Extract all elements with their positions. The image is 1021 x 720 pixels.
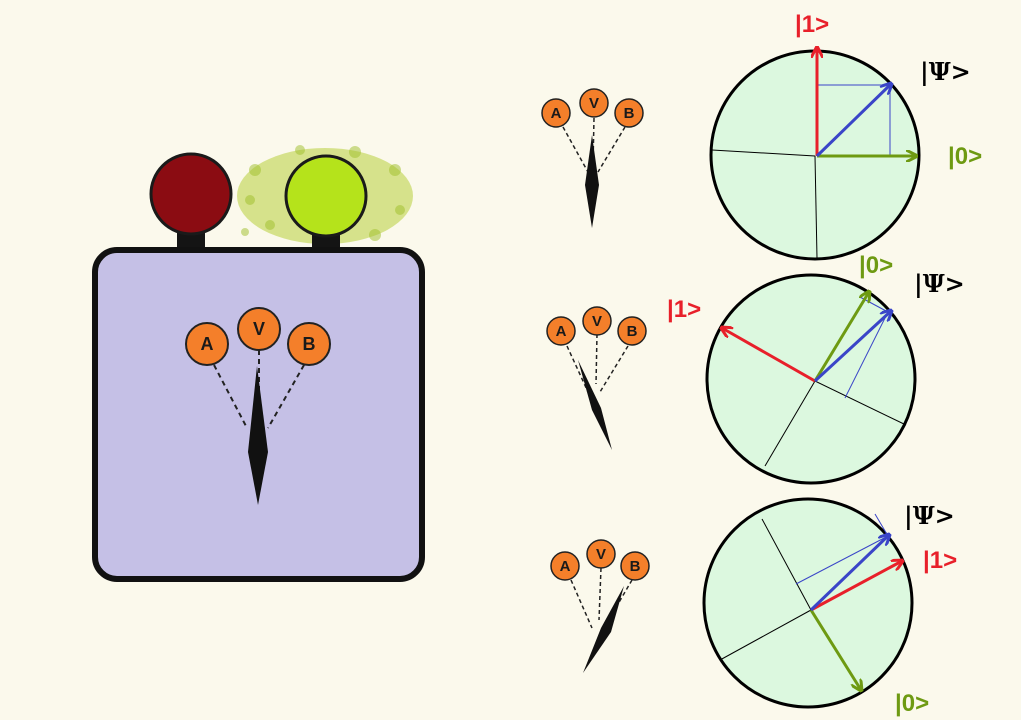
row-1-label-a: A: [551, 105, 562, 122]
row-3-ket-zero-label: |0>: [895, 690, 929, 717]
row-1-state-circle: [709, 48, 921, 261]
meter-guide-b: [267, 364, 305, 429]
row-2-label-a: A: [556, 323, 567, 340]
row-2-state-circle: [705, 273, 917, 485]
row-2-ket-one-label: |1>: [667, 296, 701, 323]
row-3-meter: A V B: [550, 539, 650, 673]
row-3-axis-a: [761, 518, 812, 611]
row-3-ket-one-arrow: [810, 561, 902, 612]
meter-label-b: B: [303, 334, 316, 354]
row-2-ket-zero-arrow: [813, 292, 869, 382]
row-3-ket-zero-arrow: [809, 609, 861, 690]
row-1-psi-arrow: [815, 84, 891, 158]
row-2-needle: [578, 360, 612, 450]
row-3-ball-v: V: [586, 539, 616, 569]
meter-label-v: V: [253, 319, 265, 339]
row-2-label-v: V: [592, 313, 602, 330]
meter-label-a: A: [201, 334, 214, 354]
row-3-label-b: B: [630, 558, 641, 575]
row-1-ket-one-label: |1>: [795, 11, 829, 38]
row-2-axis-b: [814, 380, 907, 426]
row-3-state-circle: [702, 497, 914, 709]
row-2-ball-b: B: [617, 316, 647, 346]
row-2-axis-a: [764, 380, 816, 467]
row-3-ball-b: B: [620, 551, 650, 581]
meter-ball-a: A: [185, 322, 229, 366]
row-3-projection-a: [795, 535, 889, 585]
row-1-ball-a: A: [541, 98, 571, 128]
red-indicator-lamp: [149, 152, 233, 236]
row-3-psi-arrow: [809, 535, 889, 612]
meter-ball-v: V: [237, 307, 281, 351]
row-2-projection-a: [844, 311, 889, 399]
row-3-needle: [583, 586, 624, 673]
row-3-axis-b: [719, 609, 812, 661]
row-1-axis-horizontal: [711, 149, 816, 157]
meter-ball-b: B: [287, 322, 331, 366]
row-1-label-v: V: [589, 95, 599, 112]
row-1-label-b: B: [624, 105, 635, 122]
row-2-ball-v: V: [582, 306, 612, 336]
row-2-psi-label: |Ψ>: [914, 269, 965, 298]
row-3-ball-a: A: [550, 551, 580, 581]
row-3-label-a: A: [560, 558, 571, 575]
measurement-device: A V B: [92, 145, 425, 582]
row-3-psi-label: |Ψ>: [904, 501, 955, 530]
green-indicator-lamp: [284, 154, 368, 238]
row-3-ket-one-label: |1>: [923, 547, 957, 574]
row-3-label-v: V: [596, 546, 606, 563]
row-2-ball-a: A: [546, 316, 576, 346]
row-3: A V B |1> |0> |Ψ>: [550, 497, 957, 717]
row-1-ball-v: V: [579, 88, 609, 118]
row-1-psi-label: |Ψ>: [920, 57, 971, 86]
row-2-ket-zero-label: |0>: [859, 252, 893, 279]
row-2: A V B |1> |0> |Ψ>: [546, 252, 965, 485]
row-1-axis-vertical: [814, 155, 818, 259]
row-2-ket-one-arrow: [722, 328, 816, 383]
row-2-psi-arrow: [813, 311, 891, 383]
green-lamp-glow-speckle: [241, 145, 405, 241]
row-2-meter: A V B: [546, 306, 647, 450]
meter-needle: [248, 366, 268, 505]
row-1-ket-zero-label: |0>: [948, 143, 982, 170]
row-1-meter: A V B: [541, 88, 644, 228]
meter-guide-a: [213, 364, 248, 429]
row-1: A V B |1> |0> |Ψ>: [541, 11, 982, 261]
row-1-needle: [585, 135, 599, 228]
row-1-ball-b: B: [614, 98, 644, 128]
device-meter: A V B: [185, 307, 331, 505]
row-2-label-b: B: [627, 323, 638, 340]
